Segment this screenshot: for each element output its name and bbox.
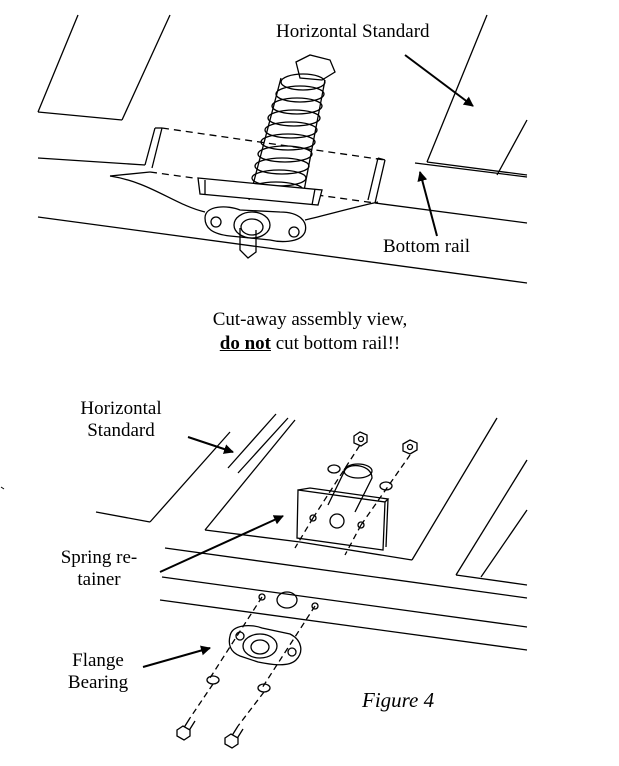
- caption-rest: cut bottom rail!!: [270, 333, 401, 354]
- top-bottom-rail: [37, 157, 528, 284]
- caption-line-1: Cut-away assembly view,: [212, 309, 408, 330]
- bottom-spring-retainer: [294, 444, 411, 556]
- rail-hole: [276, 591, 298, 609]
- top-spring-retainer: [197, 177, 323, 206]
- label-bottom-rail: Bottom rail: [383, 236, 471, 257]
- label-spring-retainer: Spring re- tainer: [44, 547, 154, 591]
- label-horizontal-standard-bottom-line1: Horizontal: [80, 398, 162, 419]
- label-flange-bearing-line2: Bearing: [67, 672, 129, 693]
- bottom-rail-lines: [159, 547, 528, 651]
- caption-line-2: do not cut bottom rail!!: [140, 332, 480, 356]
- arrow-to-bottom-rail: [417, 171, 438, 237]
- arrow-to-horizontal-standard: [404, 54, 474, 107]
- label-horizontal-standard-bottom-line2: Standard: [87, 420, 155, 441]
- bottom-flange-bearing: [209, 596, 316, 689]
- bottom-exploded-view: [95, 413, 528, 749]
- top-spring: [248, 54, 336, 201]
- caption-emphasis: do not: [219, 333, 271, 354]
- label-horizontal-standard-top: Horizontal Standard: [276, 21, 430, 42]
- figure-label: Figure 4: [362, 688, 435, 712]
- label-spring-retainer-line1: Spring re-: [60, 547, 138, 568]
- label-horizontal-standard-bottom: Horizontal Standard: [66, 398, 176, 442]
- top-horizontal-standard: [37, 14, 528, 204]
- label-flange-bearing-line1: Flange: [72, 650, 124, 671]
- bottom-nuts: [327, 431, 418, 491]
- cutaway-caption: Cut-away assembly view, do not cut botto…: [140, 308, 480, 356]
- top-flange-bearing: [204, 206, 307, 259]
- bottom-bolts: [176, 675, 271, 749]
- label-spring-retainer-line2: tainer: [77, 569, 121, 590]
- arrow-to-flange-bearing: [142, 645, 211, 668]
- arrow-to-spring-retainer: [159, 515, 284, 573]
- arrow-to-bottom-horizontal-standard: [187, 436, 234, 454]
- bottom-horizontal-standard: [95, 413, 528, 586]
- top-assembly-view: [37, 14, 528, 284]
- label-flange-bearing: Flange Bearing: [48, 650, 148, 694]
